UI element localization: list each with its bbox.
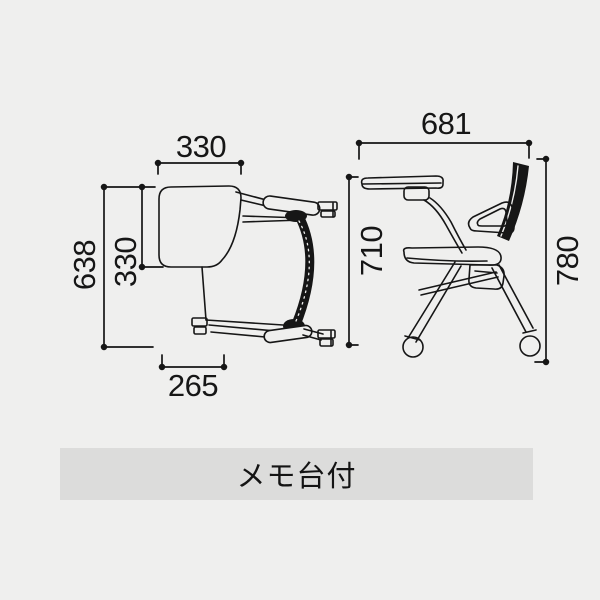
- dim-line-table-height: [345, 173, 359, 349]
- memo-table-side-outline: [360, 175, 444, 190]
- backrest-side-view: [497, 162, 529, 241]
- memo-table-top-outline: [158, 185, 242, 268]
- rear-caster-fork: [522, 329, 537, 334]
- seat-side-edge: [406, 257, 488, 262]
- backrest-cap-top: [285, 210, 307, 222]
- dim-label-side-depth: 681: [421, 106, 471, 141]
- backrest-top-view: [292, 214, 315, 327]
- armrest-side-outer: [467, 201, 515, 234]
- side-view-drawing: [360, 162, 541, 358]
- backrest-highlight: [500, 165, 519, 237]
- dim-line-side-depth: [355, 139, 533, 160]
- dim-label-overall-depth: 638: [67, 240, 102, 290]
- caster-top-right: [317, 201, 338, 218]
- rear-caster-wheel: [519, 335, 541, 357]
- dimension-lines: [100, 139, 550, 371]
- front-caster-fork: [404, 335, 421, 341]
- dim-label-table-height: 710: [354, 226, 389, 276]
- front-leg: [407, 261, 462, 343]
- caster-bottom-right: [317, 329, 336, 347]
- dim-line-overall-height: [534, 155, 550, 366]
- rear-leg: [491, 264, 534, 333]
- front-caster-wheel: [402, 336, 424, 358]
- backrest-stitch-line: [295, 220, 310, 322]
- dim-label-overall-height: 780: [550, 236, 585, 286]
- dimension-labels: 330 638 330 265 681 710 780: [67, 106, 585, 403]
- seat-edge-left: [201, 266, 207, 321]
- dim-label-table-depth: 330: [108, 237, 143, 287]
- leg-cross-strut: [418, 271, 499, 296]
- caption-label: メモ台付: [236, 461, 357, 493]
- dim-line-table-width: [154, 159, 245, 175]
- top-view-drawing: [158, 185, 338, 347]
- dim-line-overall-depth: [100, 183, 156, 351]
- caster-bottom-left: [191, 317, 208, 335]
- armrest-caster-link: [302, 328, 324, 341]
- armrest-top-view-left: [263, 324, 313, 344]
- seat-side-outline: [402, 246, 502, 266]
- armrest-side-inner: [476, 207, 508, 227]
- dim-label-table-width: 330: [176, 129, 226, 164]
- dim-label-front-width: 265: [168, 368, 218, 403]
- caption-bar: メモ台付: [60, 448, 533, 500]
- table-support-tube: [423, 197, 467, 254]
- memo-table-side-edge: [362, 182, 442, 185]
- dim-line-table-depth: [138, 183, 164, 271]
- memo-table-bracket: [403, 186, 430, 201]
- dim-line-front-width: [158, 354, 228, 371]
